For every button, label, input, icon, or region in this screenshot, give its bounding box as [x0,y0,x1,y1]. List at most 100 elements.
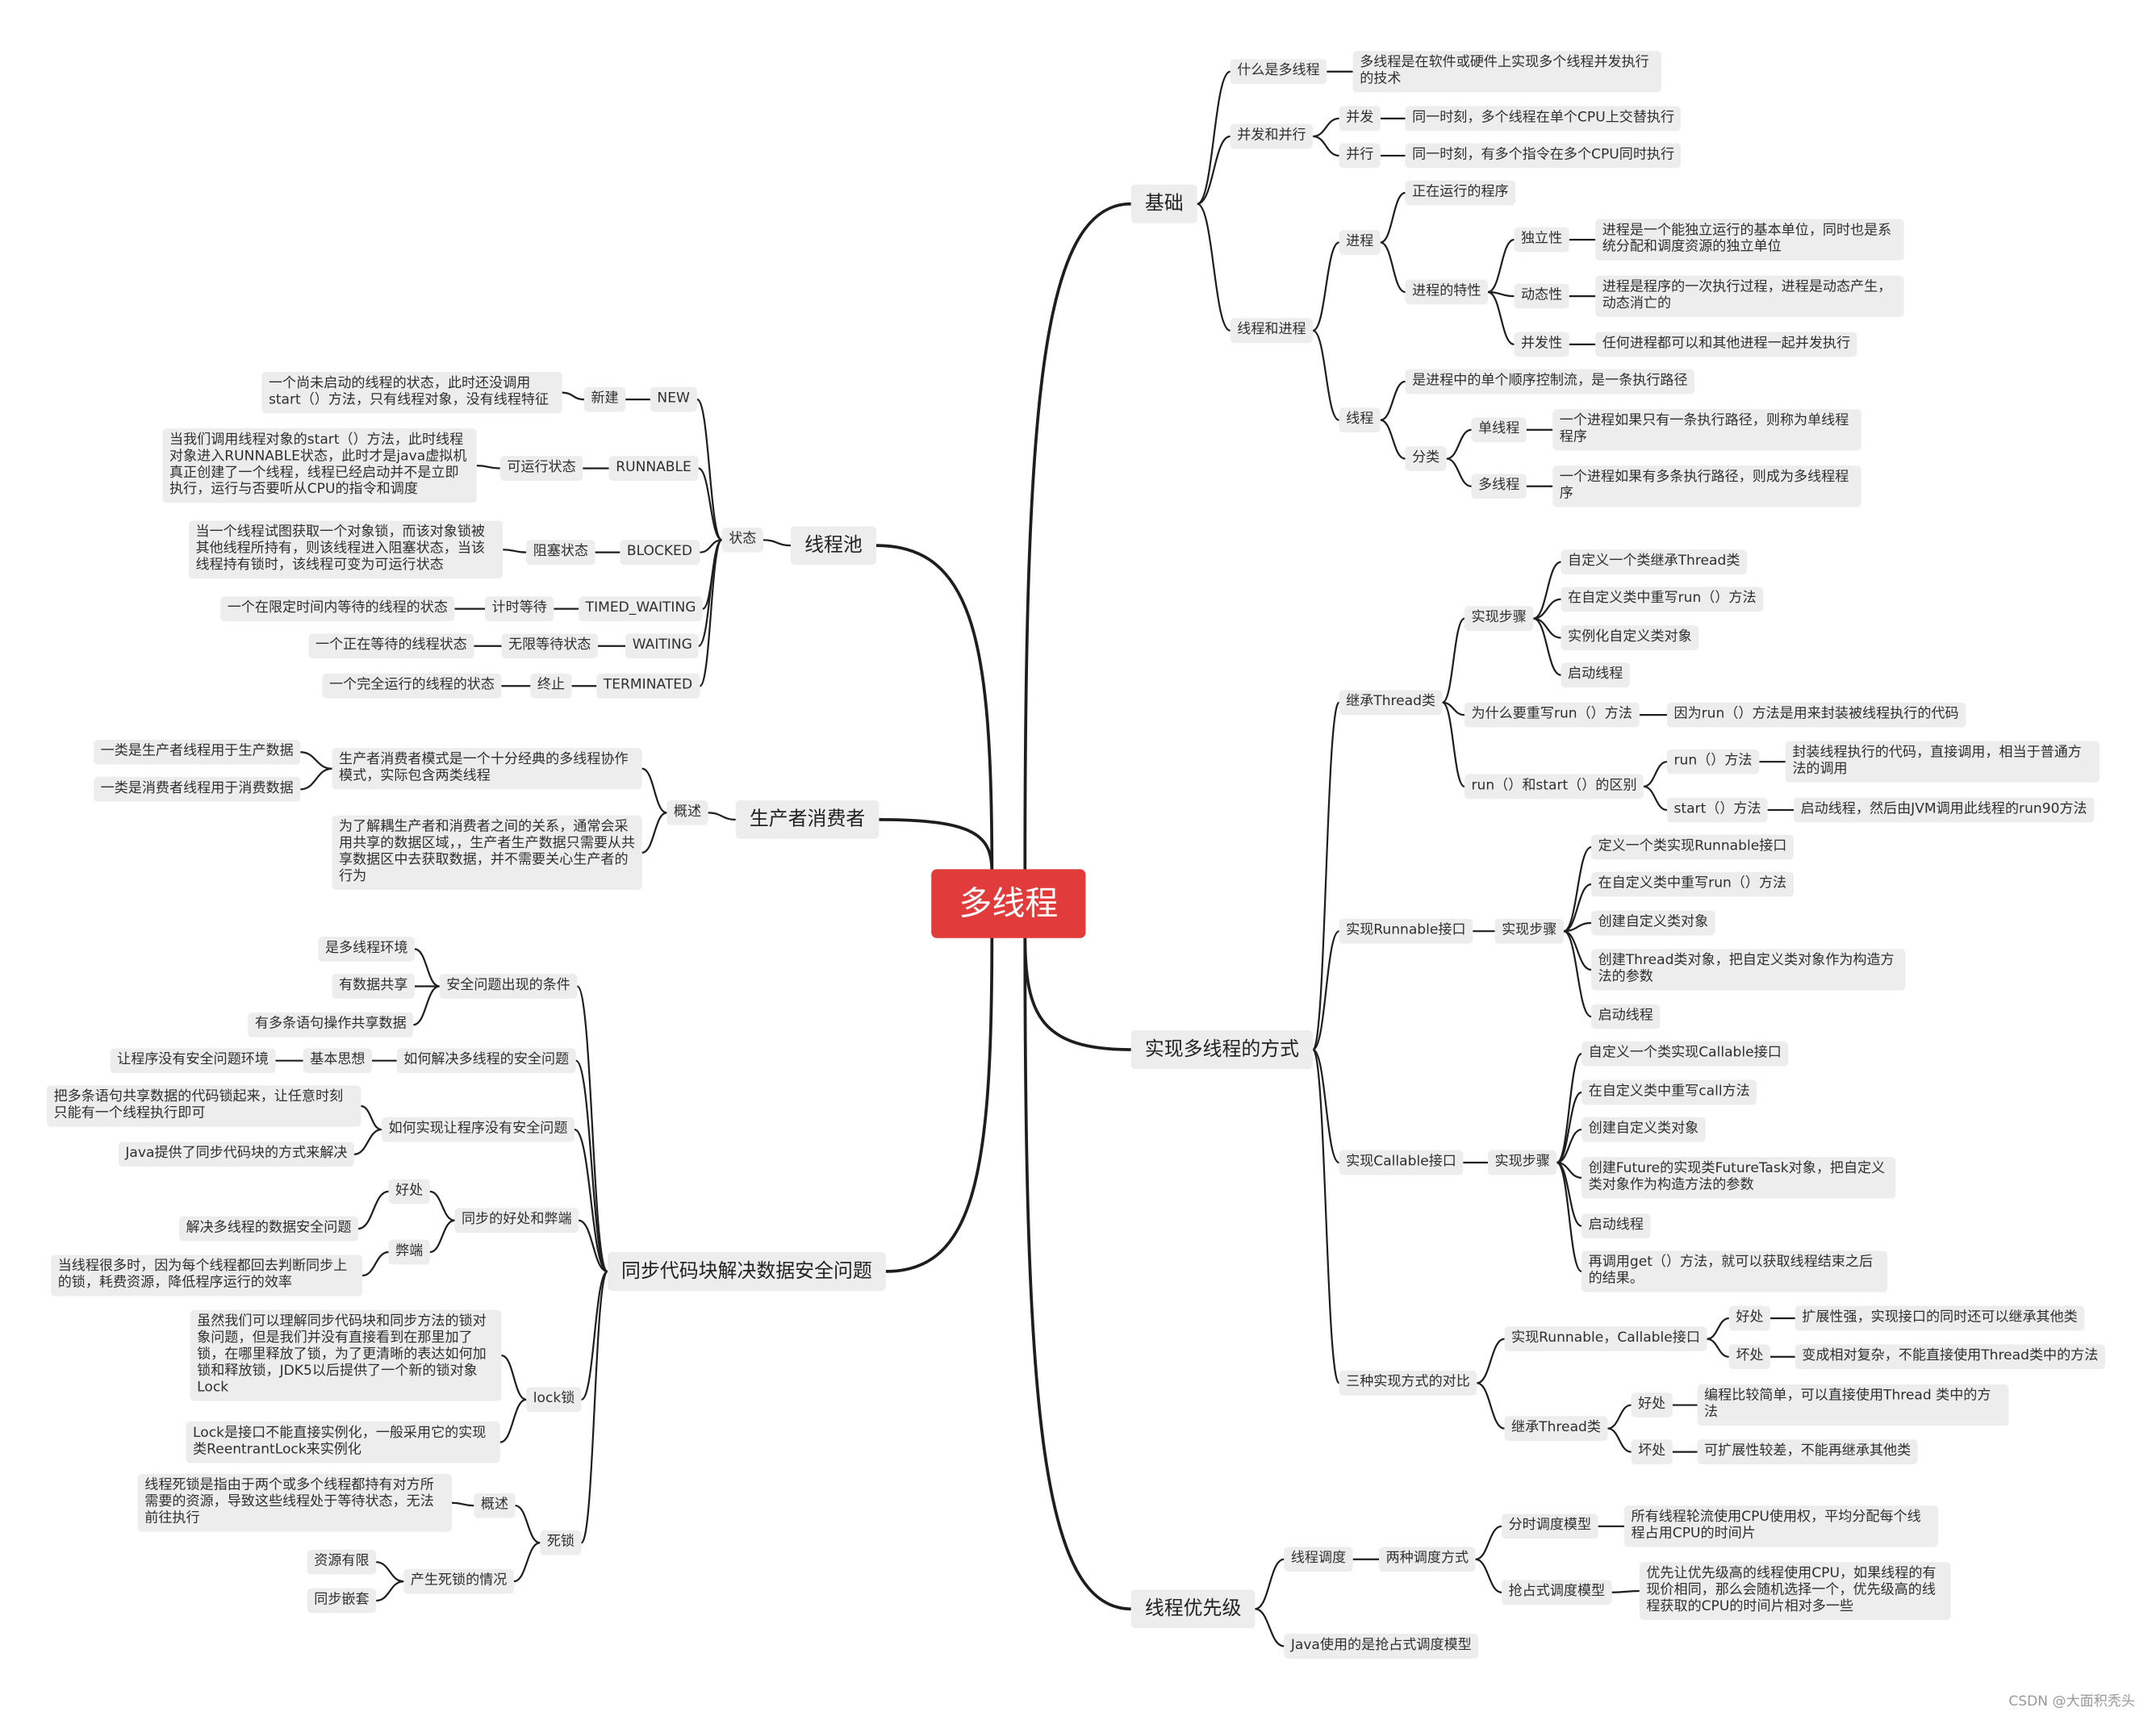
start-method[interactable]: start（）方法 [1666,797,1769,823]
state-waiting-definition[interactable]: 一个正在等待的线程状态 [308,633,474,659]
process-traits[interactable]: 进程的特性 [1405,279,1488,305]
runnable-step-3[interactable]: 创建自定义类对象 [1591,910,1715,936]
preemptive-model[interactable]: 抢占式调度模型 [1502,1580,1612,1606]
state-terminated[interactable]: TERMINATED [596,673,700,699]
concurrency[interactable]: 并发 [1339,106,1381,132]
preemptive-definition[interactable]: 优先让优先级高的线程使用CPU，如果线程的有现价相同，那么会随机选择一个，优先级… [1639,1562,1951,1620]
how-to-implement-1[interactable]: 把多条语句共享数据的代码锁起来，让任意时刻只能有一个线程执行即可 [47,1085,361,1127]
why-override-run-answer[interactable]: 因为run（）方法是用来封装被线程执行的代码 [1666,702,1966,728]
runnable-steps[interactable]: 实现步骤 [1494,918,1564,944]
condition-multiple-statements[interactable]: 有多条语句操作共享数据 [248,1012,414,1038]
state-runnable-cn[interactable]: 可运行状态 [499,456,583,481]
three-ways-comparison[interactable]: 三种实现方式的对比 [1339,1370,1477,1396]
why-override-run[interactable]: 为什么要重写run（）方法 [1464,702,1640,728]
multi-thread-definition[interactable]: 一个进程如果有多条执行路径，则成为多线程程序 [1552,466,1861,507]
parallelism[interactable]: 并行 [1339,143,1381,169]
sync-pros[interactable]: 好处 [388,1179,430,1205]
run-method-definition[interactable]: 封装线程执行的代码，直接调用，相当于普通方法的调用 [1785,741,2100,783]
state-new[interactable]: NEW [650,386,697,412]
state-terminated-definition[interactable]: 一个完全运行的线程的状态 [322,673,502,699]
callable-step-1[interactable]: 自定义一个类实现Callable接口 [1581,1041,1789,1067]
state-timed-waiting-definition[interactable]: 一个在限定时间内等待的线程的状态 [220,596,455,622]
thread-cons[interactable]: 坏处 [1631,1439,1673,1464]
implement-callable[interactable]: 实现Callable接口 [1339,1150,1464,1175]
state-runnable-definition[interactable]: 当我们调用线程对象的start（）方法，此时线程对象进入RUNNABLE状态，此… [162,428,477,503]
thread-pros-definition[interactable]: 编程比较简单，可以直接使用Thread 类中的方法 [1697,1384,2009,1426]
producer-thread[interactable]: 一类是生产者线程用于生产数据 [94,739,301,765]
independence-definition[interactable]: 进程是一个能独立运行的基本单位，同时也是系统分配和调度资源的独立单位 [1595,219,1904,261]
deadlock-overview[interactable]: 概述 [474,1493,516,1518]
rc-cons-definition[interactable]: 变成相对复杂，不能直接使用Thread类中的方法 [1795,1344,2105,1370]
thread-and-process[interactable]: 线程和进程 [1230,318,1314,344]
state-waiting-cn[interactable]: 无限等待状态 [501,633,599,659]
state-waiting[interactable]: WAITING [625,633,700,659]
time-sharing-model[interactable]: 分时调度模型 [1502,1514,1598,1539]
condition-shared-data[interactable]: 有数据共享 [332,974,415,999]
rc-pros-definition[interactable]: 扩展性强，实现接口的同时还可以继承其他类 [1795,1305,2085,1331]
parallelism-definition[interactable]: 同一时刻，有多个指令在多个CPU同时执行 [1405,143,1682,169]
callable-step-2[interactable]: 在自定义类中重写call方法 [1581,1079,1757,1105]
runnable-step-4[interactable]: 创建Thread类对象，把自定义类对象作为构造方法的参数 [1591,949,1906,991]
sync-pros-cons[interactable]: 同步的好处和弊端 [454,1208,579,1234]
deadlock[interactable]: 死锁 [540,1530,582,1555]
concurrency-trait-definition[interactable]: 任何进程都可以和其他进程一起并发执行 [1595,332,1857,357]
concurrency-definition[interactable]: 同一时刻，多个线程在单个CPU上交替执行 [1405,106,1682,132]
thread-scheduling[interactable]: 线程调度 [1284,1547,1353,1572]
consumer-thread[interactable]: 一类是消费者线程用于消费数据 [94,776,301,802]
implement-runnable[interactable]: 实现Runnable接口 [1339,918,1473,944]
trait-dynamism[interactable]: 动态性 [1514,283,1569,309]
state-runnable[interactable]: RUNNABLE [608,456,699,481]
condition-multithread-env[interactable]: 是多线程环境 [318,937,415,962]
extend-step-1[interactable]: 自定义一个类继承Thread类 [1561,549,1747,574]
pc-description[interactable]: 生产者消费者模式是一个十分经典的多线程协作模式，实际包含两类线程 [332,748,642,790]
branch-implementation[interactable]: 实现多线程的方式 [1130,1030,1314,1069]
branch-producer-consumer[interactable]: 生产者消费者 [735,800,880,839]
safety-issue-conditions[interactable]: 安全问题出现的条件 [439,974,578,999]
how-to-implement[interactable]: 如何实现让程序没有安全问题 [381,1117,575,1142]
thread-cons-definition[interactable]: 可扩展性较差，不能再继承其他类 [1697,1439,1918,1464]
root-topic[interactable]: 多线程 [931,869,1086,938]
branch-thread-pool[interactable]: 线程池 [791,526,876,566]
multi-thread[interactable]: 多线程 [1471,474,1527,499]
state-blocked-cn[interactable]: 阻塞状态 [526,540,595,566]
deadlock-definition[interactable]: 线程死锁是指由于两个或多个线程都持有对方所需要的资源，导致这些线程处于等待状态，… [137,1473,453,1532]
extend-step-4[interactable]: 启动线程 [1561,662,1630,687]
callable-steps[interactable]: 实现步骤 [1487,1150,1557,1175]
extend-step-2[interactable]: 在自定义类中重写run（）方法 [1561,587,1764,612]
dynamism-definition[interactable]: 进程是程序的一次执行过程，进程是动态产生，动态消亡的 [1595,275,1904,317]
thread[interactable]: 线程 [1339,407,1381,433]
lock-description-1[interactable]: 虽然我们可以理解同步代码块和同步方法的锁对象问题，但是我们并没有直接看到在那里加… [190,1309,502,1401]
single-thread[interactable]: 单线程 [1471,417,1527,443]
start-method-definition[interactable]: 启动线程，然后由JVM调用此线程的run90方法 [1794,797,2095,823]
runnable-step-5[interactable]: 启动线程 [1591,1004,1661,1029]
deadlock-causes[interactable]: 产生死锁的情况 [403,1568,514,1594]
thread-classification[interactable]: 分类 [1405,446,1447,471]
extend-thread-steps[interactable]: 实现步骤 [1464,606,1534,631]
trait-independence[interactable]: 独立性 [1514,227,1569,253]
lock-description-2[interactable]: Lock是接口不能直接实例化，一般采用它的实现类ReentrantLock来实例… [186,1422,500,1464]
state-timed-waiting[interactable]: TIMED_WAITING [579,596,703,622]
pc-overview[interactable]: 概述 [666,800,708,825]
extend-thread-class[interactable]: 继承Thread类 [1339,690,1443,716]
java-scheduling-note[interactable]: Java使用的是抢占式调度模型 [1284,1633,1479,1659]
sync-cons-definition[interactable]: 当线程很多时，因为每个线程都回去判断同步上的锁，耗费资源，降低程序运行的效率 [51,1255,363,1297]
sync-cons[interactable]: 弊端 [388,1239,430,1265]
callable-step-6[interactable]: 再调用get（）方法，就可以获取线程结束之后的结果。 [1581,1251,1888,1292]
thread-states[interactable]: 状态 [721,527,763,553]
state-blocked-definition[interactable]: 当一个线程试图获取一个对象锁，而该对象锁被其他线程所持有，则该线程进入阻塞状态，… [188,520,503,579]
state-timed-waiting-cn[interactable]: 计时等待 [485,596,554,622]
thread-class-approach[interactable]: 继承Thread类 [1504,1416,1608,1441]
state-new-definition[interactable]: 一个尚未启动的线程的状态，此时还没调用start（）方法，只有线程对象，没有线程… [261,371,562,414]
runnable-step-1[interactable]: 定义一个类实现Runnable接口 [1591,834,1794,860]
state-new-cn[interactable]: 新建 [583,386,626,412]
callable-step-4[interactable]: 创建Future的实现类FutureTask对象，把自定义类对象作为构造方法的参… [1581,1157,1896,1199]
run-method[interactable]: run（）方法 [1666,749,1760,775]
callable-step-5[interactable]: 启动线程 [1581,1213,1651,1238]
branch-priority[interactable]: 线程优先级 [1130,1589,1256,1629]
concurrency-and-parallelism[interactable]: 并发和并行 [1230,123,1314,149]
pc-detail[interactable]: 为了解耦生产者和消费者之间的关系，通常会采用共享的数据区域，，生产者生产数据只需… [332,815,642,890]
runnable-callable-approach[interactable]: 实现Runnable，Callable接口 [1504,1326,1707,1351]
two-scheduling-models[interactable]: 两种调度方式 [1379,1547,1476,1572]
time-sharing-definition[interactable]: 所有线程轮流使用CPU使用权，平均分配每个线程占用CPU的时间片 [1624,1505,1939,1547]
runnable-step-2[interactable]: 在自定义类中重写run（）方法 [1591,871,1794,897]
